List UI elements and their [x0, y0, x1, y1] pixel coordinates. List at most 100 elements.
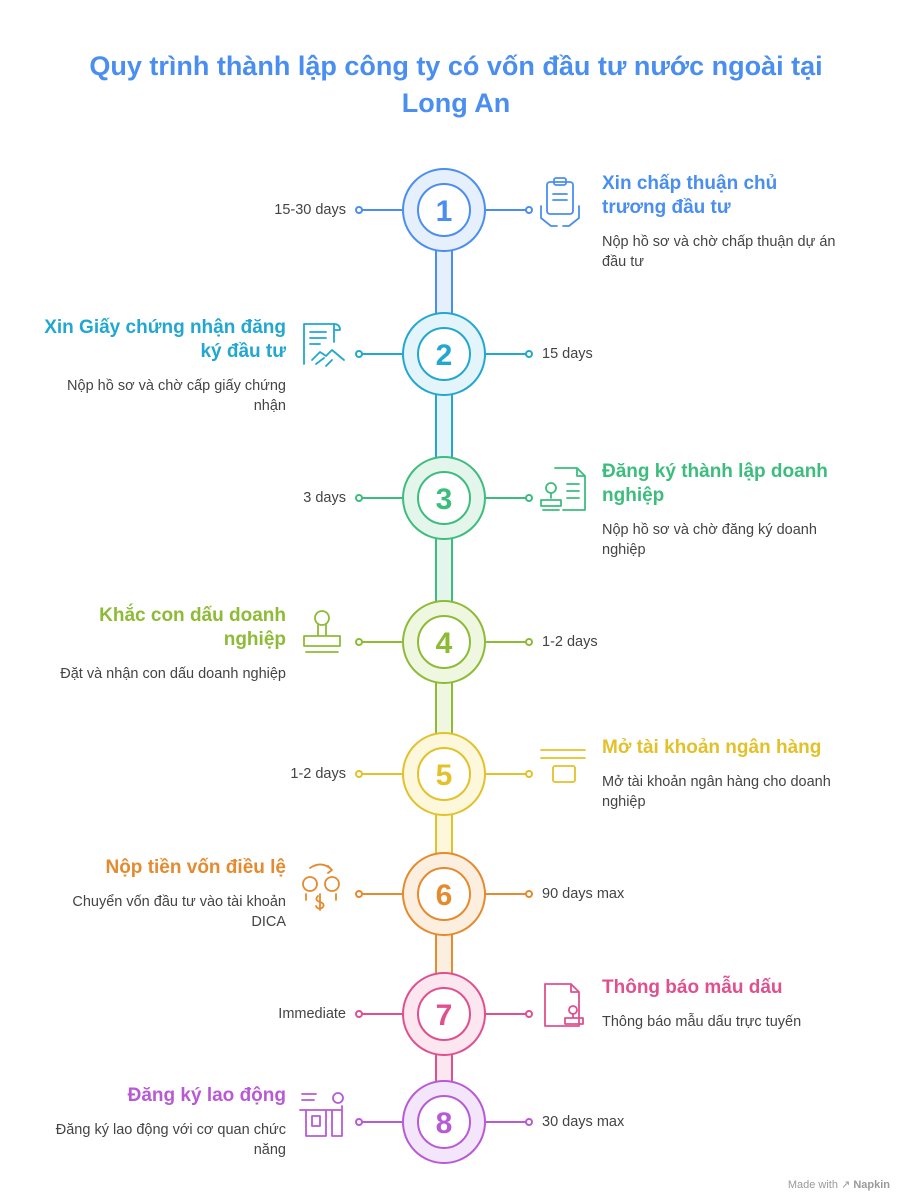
step-8-description: Đăng ký lao động với cơ quan chức năng	[20, 1120, 286, 1160]
step-3-title: Đăng ký thành lập doanh nghiệp	[602, 460, 852, 508]
step-7-title-line: Thông báo mẫu dấu	[602, 977, 783, 998]
step-2-title-line: ký đầu tư	[200, 341, 286, 362]
document-stamp-icon	[540, 467, 586, 511]
step-1-title: Xin chấp thuận chủ trương đầu tư	[602, 172, 852, 220]
step-6-number: 6	[436, 879, 453, 912]
step-4-number: 4	[436, 627, 453, 660]
money-transfer-icon	[302, 863, 340, 911]
step-1-right-line	[485, 206, 533, 214]
step-4-right-line	[485, 638, 533, 646]
step-5-left-line	[355, 770, 403, 778]
napkin-logo-icon: ↗	[841, 1179, 851, 1191]
step-8-description-line: Đăng ký lao động với cơ quan chức	[55, 1122, 286, 1138]
step-2-left-line	[355, 350, 403, 358]
step-2-description-line: nhận	[253, 398, 286, 414]
step-3-description-line: Nộp hồ sơ và chờ đăng ký doanh	[602, 522, 817, 538]
step-1-title-line: trương đầu tư	[602, 197, 731, 218]
made-with-text: Made with	[787, 1179, 838, 1191]
step-5-description-line: Mở tài khoản ngân hàng cho doanh	[602, 774, 831, 790]
step-2-title-line: Xin Giấy chứng nhận đăng	[44, 317, 286, 338]
clipboard-hand-icon	[540, 177, 580, 227]
connector-6	[435, 933, 453, 975]
step-7-right-line	[485, 1010, 533, 1018]
step-7-number: 7	[436, 999, 453, 1032]
step-6-duration: 90 days max	[542, 886, 625, 902]
step-7-left-line	[355, 1010, 403, 1018]
step-2-number: 2	[436, 339, 453, 372]
step-4-duration: 1-2 days	[542, 634, 598, 650]
step-1-description: Nộp hồ sơ và chờ chấp thuận dự án đầu tư	[602, 232, 862, 272]
connector-7	[435, 1053, 453, 1083]
worker-desk-icon	[299, 1092, 344, 1137]
step-6-circle: 6	[402, 852, 486, 936]
step-3-title-line: Đăng ký thành lập doanh	[602, 461, 828, 482]
step-2-circle: 2	[402, 312, 486, 396]
title-line-2: Long An	[401, 88, 511, 118]
step-6-description-line: DICA	[251, 914, 286, 930]
step-3-duration: 3 days	[303, 490, 346, 506]
step-5-title-line: Mở tài khoản ngân hàng	[602, 737, 822, 758]
step-5-duration: 1-2 days	[290, 766, 346, 782]
step-4-description-line: Đặt và nhận con dấu doanh nghiệp	[60, 666, 286, 682]
step-2-description-line: Nộp hồ sơ và chờ cấp giấy chứng	[67, 378, 286, 394]
step-8-right-line	[485, 1118, 533, 1126]
step-6-description-line: Chuyển vốn đầu tư vào tài khoản	[72, 894, 286, 910]
step-2-duration: 15 days	[542, 346, 593, 362]
connector-1	[435, 249, 453, 315]
step-1-left-line	[355, 206, 403, 214]
connector-3	[435, 537, 453, 603]
step-5-description: Mở tài khoản ngân hàng cho doanh nghiệp	[602, 772, 862, 812]
step-1-description-line: Nộp hồ sơ và chờ chấp thuận dự án	[602, 234, 836, 250]
step-8-title: Đăng ký lao động	[20, 1084, 286, 1108]
step-8-number: 8	[436, 1107, 453, 1140]
certificate-handshake-icon	[303, 323, 345, 367]
connector-2	[435, 393, 453, 459]
step-5-title: Mở tài khoản ngân hàng	[602, 736, 852, 760]
step-5-description-line: nghiệp	[602, 794, 646, 810]
title-line-1: Quy trình thành lập công ty có vốn đầu t…	[89, 51, 823, 81]
step-7-title: Thông báo mẫu dấu	[602, 976, 852, 1000]
step-6-right-line	[485, 890, 533, 898]
step-3-right-line	[485, 494, 533, 502]
step-5-circle: 5	[402, 732, 486, 816]
bank-account-icon	[540, 749, 586, 783]
step-6-title: Nộp tiền vốn điều lệ	[20, 856, 286, 880]
step-6-left-line	[355, 890, 403, 898]
stamp-icon	[303, 610, 341, 653]
step-8-title-line: Đăng ký lao động	[127, 1085, 286, 1106]
step-3-number: 3	[436, 483, 453, 516]
step-1-duration: 15-30 days	[274, 202, 346, 218]
step-4-title: Khắc con dấu doanh nghiệp	[20, 604, 286, 652]
step-8-description-line: năng	[253, 1142, 286, 1158]
footer: Made with ↗ Napkin	[788, 1178, 890, 1191]
step-2-title: Xin Giấy chứng nhận đăng ký đầu tư	[20, 316, 286, 364]
step-4-left-line	[355, 638, 403, 646]
step-7-duration: Immediate	[278, 1006, 346, 1022]
step-8-left-line	[355, 1118, 403, 1126]
step-6-title-line: Nộp tiền vốn điều lệ	[105, 857, 286, 878]
step-7-description: Thông báo mẫu dấu trực tuyến	[602, 1012, 862, 1032]
step-8-duration: 30 days max	[542, 1114, 625, 1130]
step-2-description: Nộp hồ sơ và chờ cấp giấy chứng nhận	[20, 376, 286, 416]
step-3-description-line: nghiệp	[602, 542, 646, 558]
page-title: Quy trình thành lập công ty có vốn đầu t…	[0, 48, 912, 122]
step-1-description-line: đầu tư	[602, 254, 644, 270]
step-4-title-line: Khắc con dấu doanh	[99, 605, 286, 626]
step-3-left-line	[355, 494, 403, 502]
step-3-title-line: nghiệp	[602, 485, 665, 506]
step-3-description: Nộp hồ sơ và chờ đăng ký doanh nghiệp	[602, 520, 862, 560]
step-2-right-line	[485, 350, 533, 358]
step-4-description: Đặt và nhận con dấu doanh nghiệp	[20, 664, 286, 684]
step-8-circle: 8	[402, 1080, 486, 1164]
step-1-circle: 1	[402, 168, 486, 252]
step-1-title-line: Xin chấp thuận chủ	[602, 173, 778, 194]
step-7-description-line: Thông báo mẫu dấu trực tuyến	[602, 1014, 802, 1030]
step-1-number: 1	[436, 195, 453, 228]
step-7-circle: 7	[402, 972, 486, 1056]
step-5-right-line	[485, 770, 533, 778]
step-4-title-line: nghiệp	[223, 629, 286, 650]
document-seal-icon	[544, 983, 584, 1027]
step-5-number: 5	[436, 759, 453, 792]
